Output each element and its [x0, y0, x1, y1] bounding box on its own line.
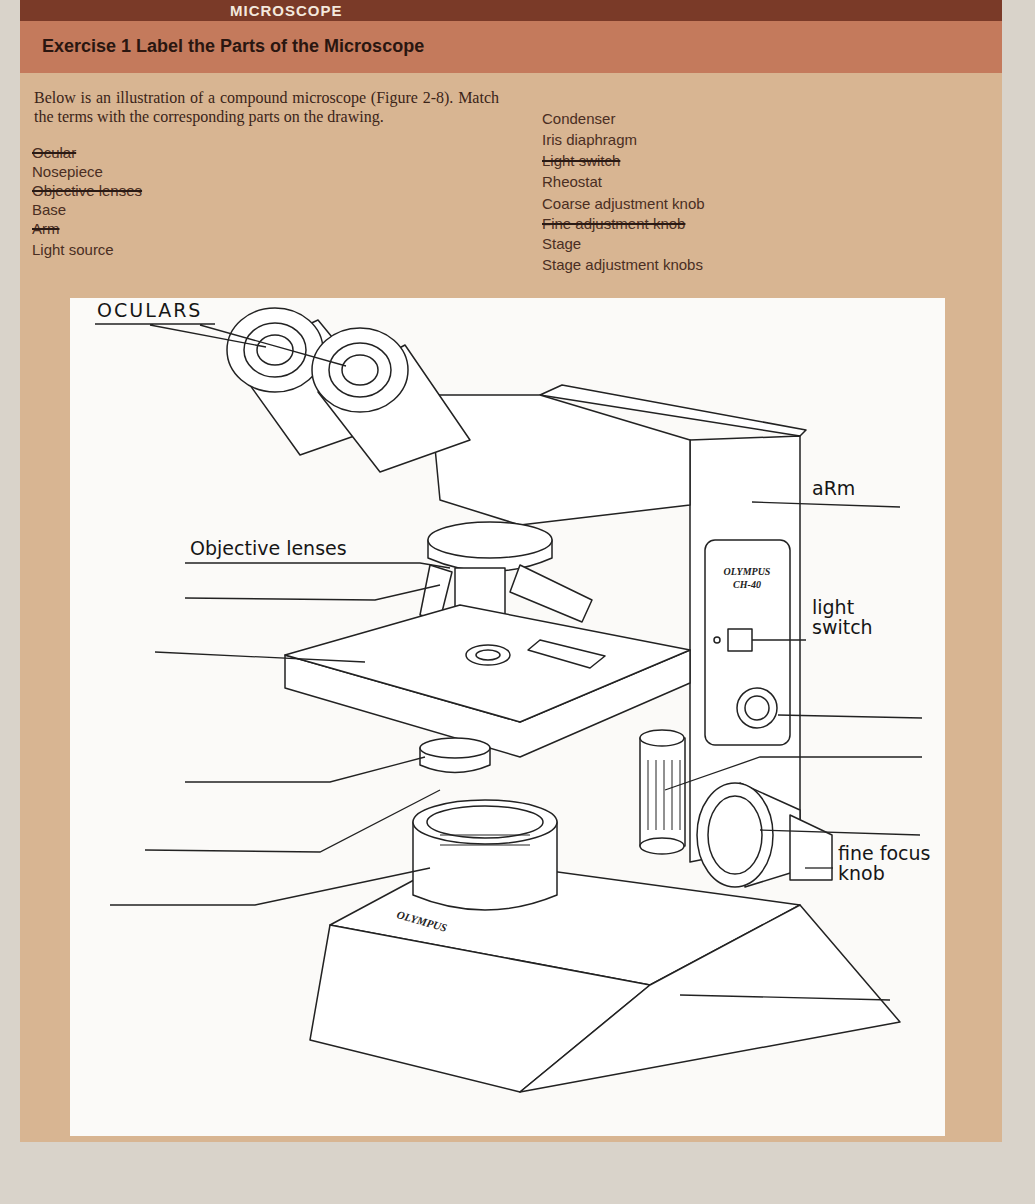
handwritten-label: Objective lenses [190, 538, 347, 558]
term: Base [32, 201, 66, 219]
handwritten-label: light switch [812, 597, 902, 637]
instructions: Below is an illustration of a compound m… [34, 88, 499, 126]
term: Arm [32, 220, 60, 238]
term: Fine adjustment knob [542, 215, 685, 233]
term: Stage adjustment knobs [542, 256, 703, 274]
term: Objective lenses [32, 182, 142, 200]
term: Rheostat [542, 173, 602, 191]
term: Nosepiece [32, 163, 103, 181]
term: Light switch [542, 152, 620, 170]
handwritten-label: fine focus knob [838, 843, 963, 883]
page-header: MICROSCOPE [230, 2, 343, 19]
term: Ocular [32, 144, 76, 162]
exercise-title: Exercise 1 Label the Parts of the Micros… [42, 36, 942, 57]
term: Condenser [542, 110, 615, 128]
term: Coarse adjustment knob [542, 195, 705, 213]
leader-lines [95, 324, 922, 1000]
handwritten-label: aRm [812, 478, 855, 498]
brand-mark: OLYMPUS [712, 566, 782, 578]
term: Light source [32, 241, 114, 259]
term: Stage [542, 235, 581, 253]
term: Iris diaphragm [542, 131, 637, 149]
handwritten-label: OCULARS [97, 300, 202, 320]
model-number: CH-40 [712, 579, 782, 591]
